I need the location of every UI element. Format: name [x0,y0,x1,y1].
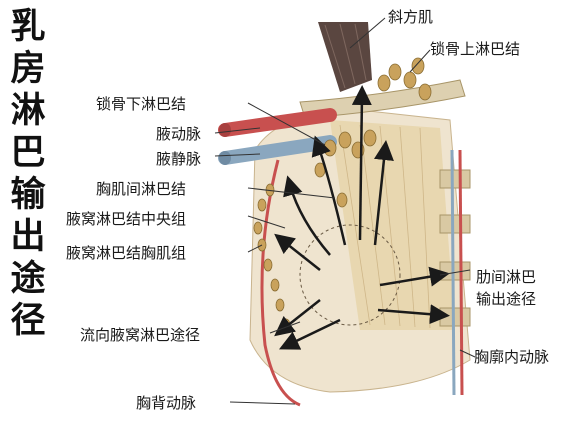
title-char: 途 [10,258,46,299]
title-char: 出 [10,216,46,257]
label-axillary-vein: 腋静脉 [156,150,202,168]
label-thoracodorsal: 胸背动脉 [136,394,197,412]
trapezius-fibers [324,23,367,89]
title-char: 乳 [10,6,46,47]
label-axillary-central: 腋窝淋巴结中央组 [66,210,187,228]
trapezius-muscle [318,22,372,92]
label-supraclavicular: 锁骨上淋巴结 [430,40,521,58]
label-infraclavicular: 锁骨下淋巴结 [96,95,187,113]
label-internal-thoracic: 胸廓内动脉 [474,348,550,366]
label-trapezius: 斜方肌 [388,8,434,26]
label-to-axillary: 流向腋窝淋巴途径 [80,326,201,344]
leader-lines [214,17,476,405]
title-char: 房 [10,48,46,89]
title-char: 巴 [10,132,46,173]
label-interpectoral: 胸肌间淋巴结 [96,180,187,198]
label-intercostal-2: 输出途径 [476,290,537,308]
thoracodorsal-artery [260,159,301,407]
flow-arrows [274,85,450,350]
areola-circle [299,224,401,326]
label-axillary-pectoral: 腋窝淋巴结胸肌组 [66,244,187,262]
vertical-title: 乳 房 淋 巴 输 出 途 径 [6,6,50,342]
lymph-nodes [253,57,432,332]
title-char: 淋 [10,90,46,131]
label-axillary-artery: 腋动脉 [156,125,202,143]
internal-thoracic-artery [458,149,464,396]
title-char: 输 [10,174,46,215]
label-intercostal-1: 肋间淋巴 [476,268,537,286]
title-char: 径 [10,300,46,341]
